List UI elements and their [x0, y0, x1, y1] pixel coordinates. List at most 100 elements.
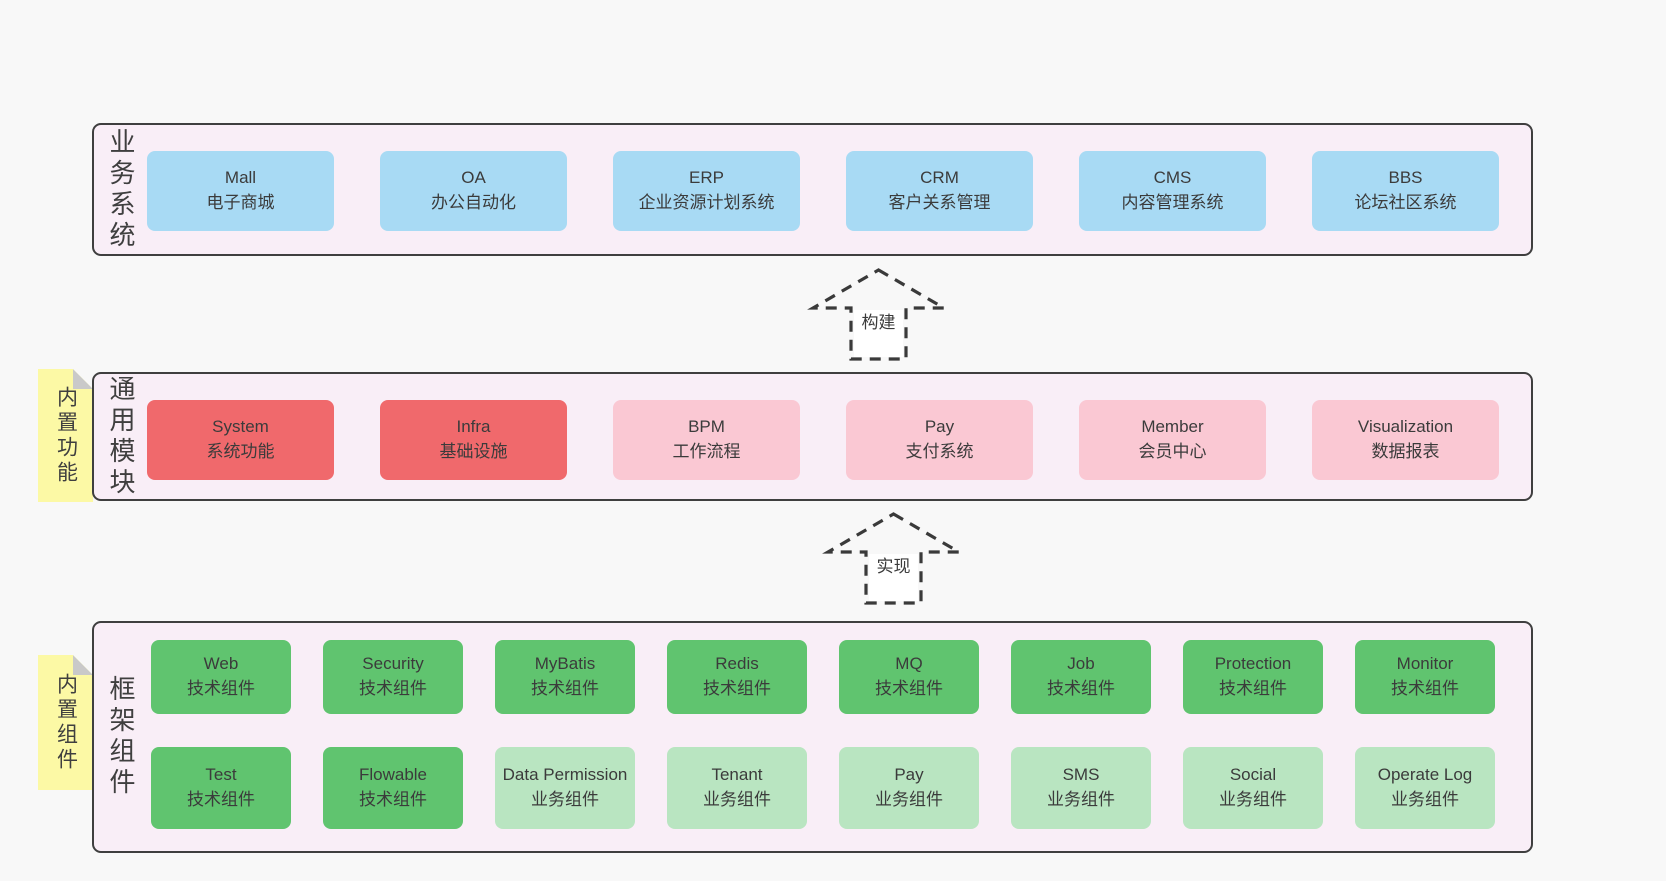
box-name: Member [1141, 417, 1204, 437]
box-desc: 数据报表 [1371, 442, 1440, 461]
modules-boxes-row: System 系统功能 Infra 基础设施 BPM 工作流程 Pay 支付系统… [147, 400, 1499, 480]
box-desc: 基础设施 [439, 442, 508, 461]
box-desc: 业务组件 [1219, 790, 1287, 809]
box-sms: SMS 业务组件 [1011, 747, 1151, 829]
box-job: Job 技术组件 [1011, 640, 1151, 714]
box-name: Redis [715, 654, 759, 674]
box-desc: 业务组件 [1391, 790, 1459, 809]
box-desc: 业务组件 [875, 790, 943, 809]
box-name: Mall [224, 168, 257, 188]
layer-business-label: 业务系统 [106, 127, 136, 252]
box-desc: 企业资源计划系统 [638, 193, 775, 212]
box-name: Social [1229, 765, 1277, 785]
box-desc: 技术组件 [187, 790, 255, 809]
box-desc: 支付系统 [905, 442, 974, 461]
box-desc: 技术组件 [187, 679, 255, 698]
layer-common-modules: 通用模块 System 系统功能 Infra 基础设施 BPM 工作流程 Pay… [92, 372, 1533, 501]
box-name: System [212, 417, 269, 437]
note-text: 内置功能 [54, 385, 78, 486]
box-name: Test [205, 765, 237, 785]
box-name: ERP [689, 168, 724, 188]
box-desc: 技术组件 [359, 679, 427, 698]
box-operate-log: Operate Log 业务组件 [1355, 747, 1495, 829]
build-arrow-label: 构建 [862, 313, 896, 332]
note-fold-corner [73, 369, 93, 389]
framework-biz-row: Test 技术组件 Flowable 技术组件 Data Permission … [151, 747, 1495, 829]
box-desc: 内容管理系统 [1121, 193, 1224, 212]
box-desc: 工作流程 [672, 442, 741, 461]
box-name: Data Permission [502, 765, 628, 785]
box-name: Visualization [1357, 417, 1454, 437]
box-name: MyBatis [534, 654, 596, 674]
box-name: Security [362, 654, 424, 674]
box-name: BPM [688, 417, 725, 437]
box-name: Tenant [711, 765, 763, 785]
box-redis: Redis 技术组件 [667, 640, 807, 714]
box-name: MQ [895, 654, 923, 674]
box-erp: ERP 企业资源计划系统 [613, 151, 800, 231]
box-cms: CMS 内容管理系统 [1079, 151, 1266, 231]
note-text: 内置组件 [54, 672, 78, 773]
box-desc: 业务组件 [703, 790, 771, 809]
box-name: Pay [924, 417, 955, 437]
box-name: Flowable [358, 765, 428, 785]
layer-framework-label: 框架组件 [106, 675, 136, 799]
box-desc: 客户关系管理 [888, 193, 991, 212]
layer-business-systems: 业务系统 Mall 电子商城 OA 办公自动化 ERP 企业资源计划系统 CRM… [92, 123, 1533, 256]
box-pay-system: Pay 支付系统 [846, 400, 1033, 480]
box-mq: MQ 技术组件 [839, 640, 979, 714]
box-web: Web 技术组件 [151, 640, 291, 714]
box-desc: 业务组件 [1047, 790, 1115, 809]
box-mybatis: MyBatis 技术组件 [495, 640, 635, 714]
box-test: Test 技术组件 [151, 747, 291, 829]
build-arrow-icon: 构建 [806, 266, 951, 363]
box-desc: 技术组件 [1219, 679, 1287, 698]
box-desc: 技术组件 [531, 679, 599, 698]
box-desc: 电子商城 [206, 193, 275, 212]
box-flowable: Flowable 技术组件 [323, 747, 463, 829]
box-member: Member 会员中心 [1079, 400, 1266, 480]
box-desc: 技术组件 [359, 790, 427, 809]
framework-tech-row: Web 技术组件 Security 技术组件 MyBatis 技术组件 Redi… [151, 640, 1495, 714]
box-name: Web [203, 654, 239, 674]
box-desc: 系统功能 [206, 442, 275, 461]
box-name: BBS [1388, 168, 1423, 188]
box-monitor: Monitor 技术组件 [1355, 640, 1495, 714]
note-fold-corner [73, 655, 93, 675]
box-data-permission: Data Permission 业务组件 [495, 747, 635, 829]
box-name: Operate Log [1377, 765, 1473, 785]
box-desc: 技术组件 [1047, 679, 1115, 698]
box-desc: 技术组件 [875, 679, 943, 698]
box-name: OA [461, 168, 486, 188]
box-name: Job [1067, 654, 1095, 674]
box-mall: Mall 电子商城 [147, 151, 334, 231]
box-bpm: BPM 工作流程 [613, 400, 800, 480]
box-desc: 技术组件 [1391, 679, 1459, 698]
box-desc: 论坛社区系统 [1354, 193, 1457, 212]
implement-arrow-label: 实现 [877, 557, 911, 576]
box-desc: 业务组件 [531, 790, 599, 809]
box-name: Pay [894, 765, 924, 785]
box-bbs: BBS 论坛社区系统 [1312, 151, 1499, 231]
box-desc: 技术组件 [703, 679, 771, 698]
box-name: Infra [456, 417, 491, 437]
box-protection: Protection 技术组件 [1183, 640, 1323, 714]
box-name: Protection [1214, 654, 1292, 674]
box-desc: 办公自动化 [431, 193, 516, 212]
layer-modules-label: 通用模块 [106, 374, 136, 499]
layer-framework-components: 框架组件 Web 技术组件 Security 技术组件 MyBatis 技术组件… [92, 621, 1533, 853]
box-social: Social 业务组件 [1183, 747, 1323, 829]
box-tenant: Tenant 业务组件 [667, 747, 807, 829]
box-oa: OA 办公自动化 [380, 151, 567, 231]
business-boxes-row: Mall 电子商城 OA 办公自动化 ERP 企业资源计划系统 CRM 客户关系… [147, 151, 1499, 231]
box-name: SMS [1062, 765, 1100, 785]
box-crm: CRM 客户关系管理 [846, 151, 1033, 231]
box-name: CRM [920, 168, 959, 188]
sticky-note-built-in-features: 内置功能 [38, 369, 93, 502]
box-name: Monitor [1396, 654, 1454, 674]
box-desc: 会员中心 [1138, 442, 1207, 461]
sticky-note-built-in-components: 内置组件 [38, 655, 93, 790]
box-pay-component: Pay 业务组件 [839, 747, 979, 829]
box-security: Security 技术组件 [323, 640, 463, 714]
